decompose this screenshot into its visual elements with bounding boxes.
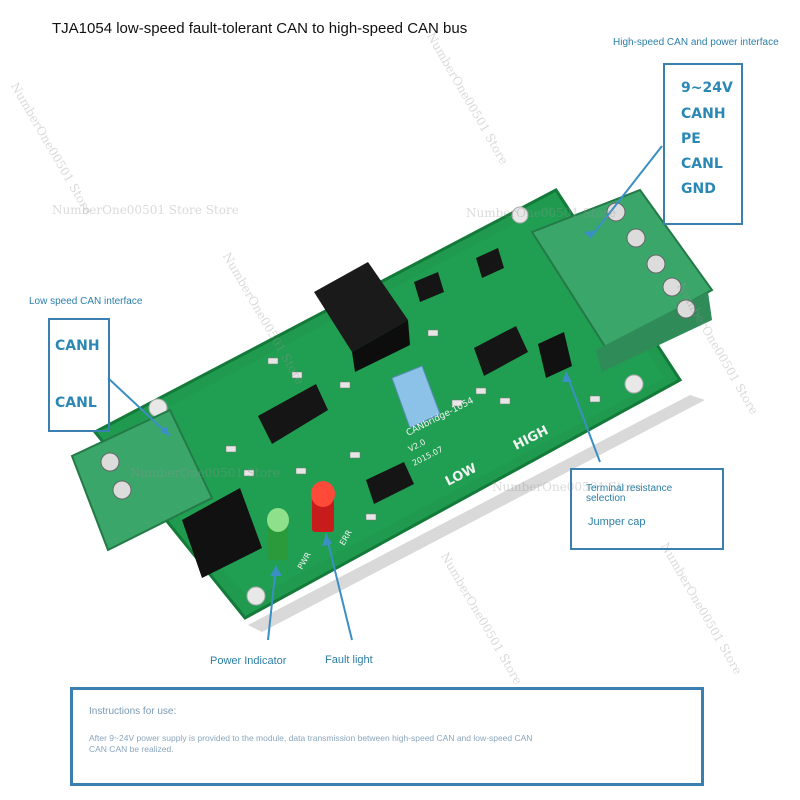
arrow-jumper	[565, 371, 601, 463]
ic-top	[414, 272, 444, 302]
low-speed-heading: Low speed CAN interface	[29, 296, 143, 307]
page-title: TJA1054 low-speed fault-tolerant CAN to …	[52, 20, 468, 37]
instructions-box	[70, 687, 704, 786]
high-speed-pin-gnd: GND	[681, 181, 716, 197]
ic-u2	[474, 326, 528, 376]
instructions-title: Instructions for use:	[89, 706, 177, 717]
red-led	[311, 481, 335, 532]
high-speed-terminal-block	[530, 188, 714, 372]
instructions-line-2: CAN CAN be realized.	[89, 744, 174, 754]
watermark: NumberOne00501 Store	[492, 480, 642, 494]
ic-small	[366, 462, 414, 504]
arrow-low-speed	[107, 377, 171, 437]
green-led	[267, 508, 289, 560]
high-speed-pin-pe: PE	[681, 131, 701, 147]
high-speed-pin-box	[663, 63, 743, 225]
ic-u3	[258, 384, 328, 444]
high-speed-pin-canl: CANL	[681, 156, 723, 172]
fault-light-label: Fault light	[325, 654, 373, 666]
arrow-high-speed	[589, 145, 663, 239]
high-speed-pin-canh: CANH	[681, 106, 726, 122]
power-indicator-label: Power Indicator	[210, 655, 287, 667]
arrow-fault-led	[325, 533, 353, 641]
instructions-line-1: After 9~24V power supply is provided to …	[89, 733, 533, 743]
low-speed-pin-canl: CANL	[55, 395, 97, 411]
high-speed-pin-power: 9~24V	[681, 80, 733, 96]
watermark: NumberOne00501 Store	[130, 466, 280, 480]
dc-jack	[182, 488, 262, 578]
terminal-resistance-box	[570, 468, 724, 550]
low-speed-terminal-block	[70, 408, 214, 552]
jumper-cap-label: Jumper cap	[588, 516, 646, 528]
blue-capacitor	[391, 365, 441, 429]
arrow-power-led	[267, 565, 277, 641]
terminal-resistance-label: Terminal resistance selection	[586, 483, 673, 504]
relay	[314, 262, 408, 352]
high-speed-heading: High-speed CAN and power interface	[613, 37, 779, 48]
watermark: NumberOne00501 Store	[466, 206, 616, 220]
watermark: NumberOne00501 Store Store	[52, 203, 239, 217]
ic-top2	[476, 248, 504, 278]
low-speed-pin-canh: CANH	[55, 338, 100, 354]
jumper-cap	[538, 332, 572, 378]
low-speed-pin-box	[48, 318, 110, 432]
